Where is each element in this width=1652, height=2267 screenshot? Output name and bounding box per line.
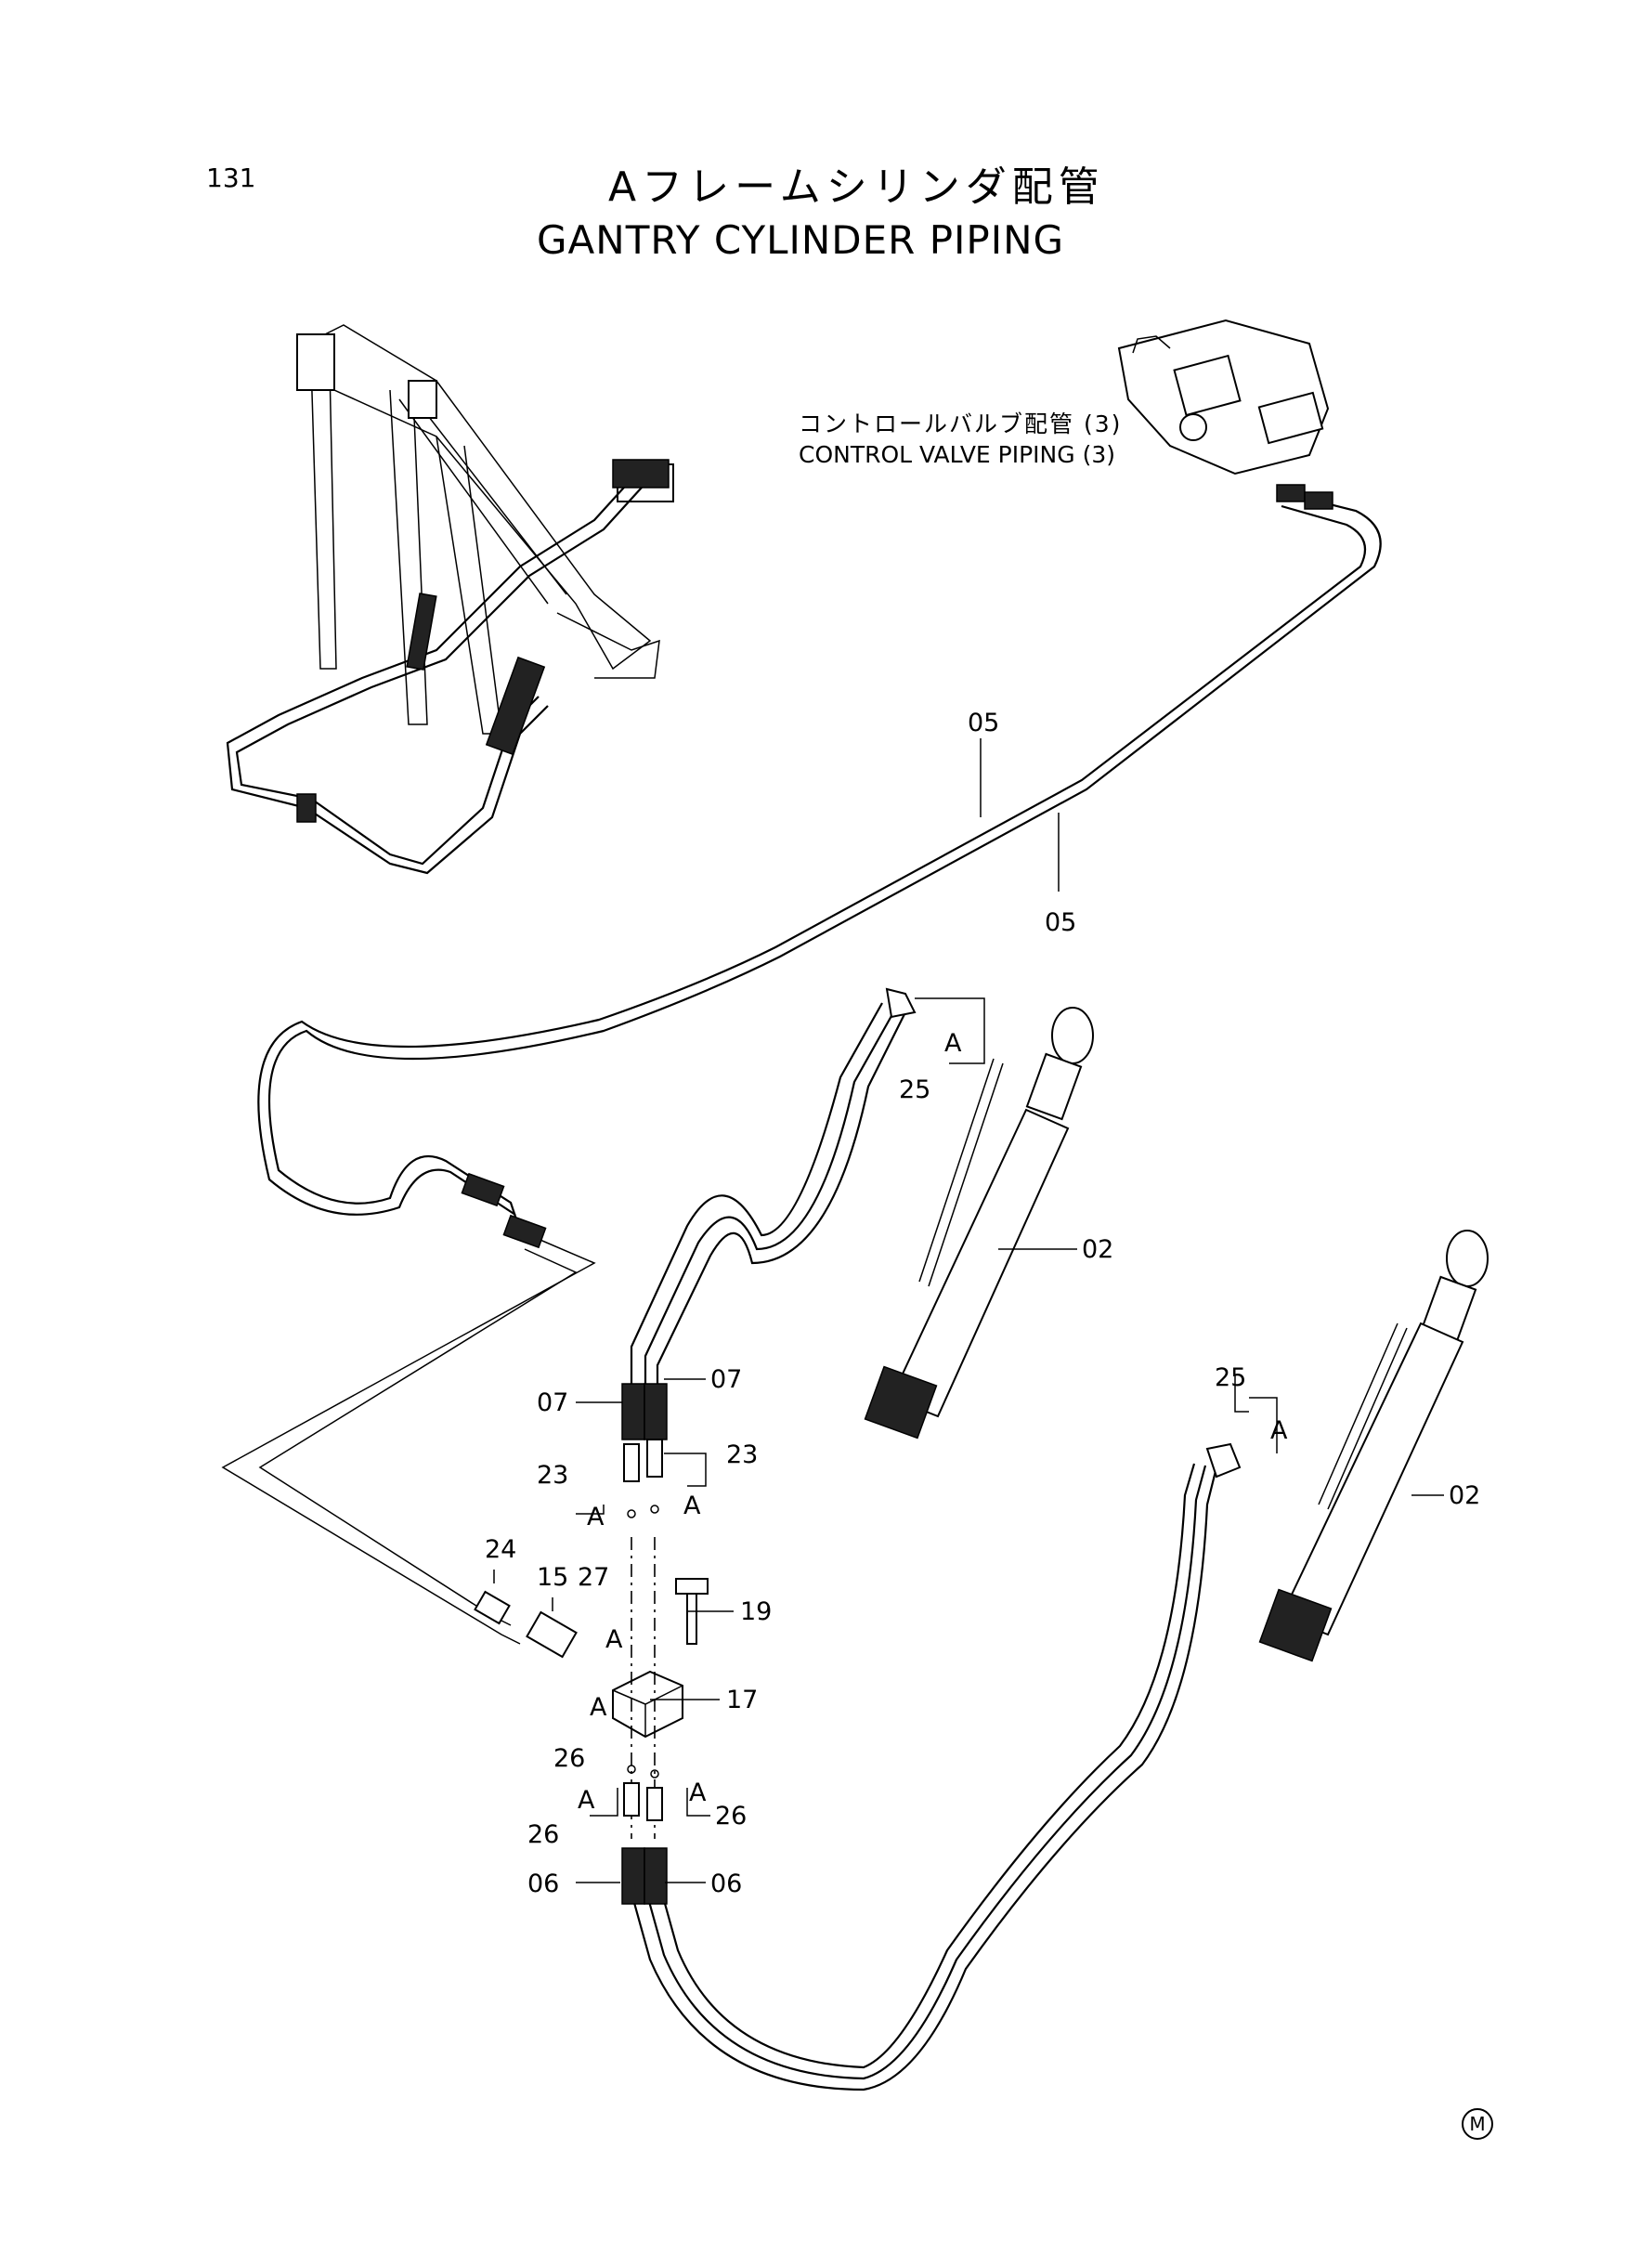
manual-mark: M bbox=[1462, 2108, 1493, 2140]
hose-05 bbox=[257, 484, 1382, 1231]
title-english: GANTRY CYLINDER PIPING bbox=[537, 217, 1065, 263]
detail-a-right: A bbox=[1270, 1416, 1288, 1445]
hose-06 bbox=[621, 1442, 1242, 2091]
detail-a-lower-right: A bbox=[689, 1778, 707, 1807]
callout-02-right: 02 bbox=[1449, 1481, 1481, 1510]
callout-05-upper: 05 bbox=[968, 709, 1000, 737]
detail-a-26: A bbox=[590, 1693, 607, 1722]
callout-27: 27 bbox=[578, 1563, 610, 1592]
detail-a-lower-left: A bbox=[578, 1786, 595, 1815]
callout-06-left: 06 bbox=[527, 1870, 560, 1898]
hose-07 bbox=[621, 987, 917, 1440]
callout-07-left: 07 bbox=[537, 1388, 569, 1417]
callout-26-right: 26 bbox=[715, 1802, 748, 1831]
callout-23-left: 23 bbox=[537, 1461, 569, 1490]
callout-24: 24 bbox=[485, 1535, 517, 1564]
callout-25-upper: 25 bbox=[899, 1075, 931, 1104]
control-valve-illustration bbox=[1117, 319, 1330, 476]
cylinder-02-right bbox=[1258, 1230, 1489, 1662]
callout-02-upper: 02 bbox=[1082, 1235, 1114, 1264]
callout-25-right: 25 bbox=[1215, 1363, 1247, 1392]
detail-a-23-left: A bbox=[587, 1503, 605, 1531]
return-line bbox=[221, 1172, 596, 1645]
detail-a-upper: A bbox=[944, 1029, 962, 1058]
detail-a-23-right: A bbox=[683, 1492, 701, 1520]
detail-a-27: A bbox=[605, 1625, 623, 1654]
callout-26-left-lower: 26 bbox=[527, 1820, 560, 1849]
callout-15: 15 bbox=[537, 1563, 569, 1592]
reference-japanese: コントロールバルブ配管 (3) bbox=[799, 410, 1123, 437]
callout-07-right: 07 bbox=[710, 1365, 743, 1394]
leader-lines bbox=[493, 738, 1444, 1883]
callout-23-right: 23 bbox=[726, 1440, 759, 1469]
callout-06-right: 06 bbox=[710, 1870, 743, 1898]
valve-block-17 bbox=[474, 1439, 709, 1839]
callout-05-lower: 05 bbox=[1045, 908, 1077, 937]
callout-26-left-upper: 26 bbox=[553, 1744, 586, 1773]
title-japanese: Aフレームシリンダ配管 bbox=[608, 163, 1105, 211]
cylinder-02-upper bbox=[864, 1007, 1094, 1440]
gantry-frame-illustration bbox=[226, 324, 674, 875]
callout-17: 17 bbox=[726, 1686, 759, 1714]
page-number: 131 bbox=[206, 163, 256, 193]
reference-english: CONTROL VALVE PIPING (3) bbox=[799, 441, 1115, 468]
callout-19: 19 bbox=[740, 1597, 773, 1626]
